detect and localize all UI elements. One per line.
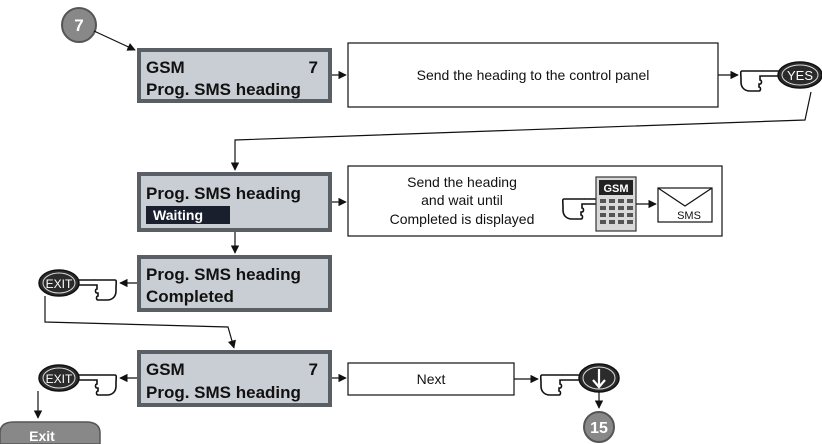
- lcd3-line1: Prog. SMS heading: [146, 265, 301, 284]
- instruction-box-send: Send the heading to the control panel: [347, 42, 719, 108]
- pointing-hand-icon: [739, 70, 782, 92]
- lcd4-number: 7: [309, 360, 318, 379]
- wait-line3: Completed is displayed: [390, 211, 535, 227]
- exit-key-label: EXIT: [46, 277, 73, 291]
- instruction-box-next: Next: [347, 362, 515, 396]
- exit-final-label: Exit: [29, 428, 55, 444]
- connector-exit-to-lcd4: [44, 296, 236, 349]
- down-arrow-key-icon[interactable]: [578, 363, 620, 393]
- lcd-display-completed: Prog. SMS heading Completed: [137, 255, 332, 312]
- step-7-label: 7: [74, 16, 83, 35]
- wait-line1: Send the heading: [407, 174, 517, 190]
- lcd1-line1: GSM: [146, 58, 185, 77]
- send-heading-text: Send the heading to the control panel: [417, 67, 650, 83]
- connector-yes-to-lcd2: [230, 91, 812, 171]
- exit-key[interactable]: EXIT: [38, 269, 80, 297]
- wait-line2: and wait until: [421, 192, 503, 208]
- step-7-marker: 7: [61, 7, 97, 43]
- lcd-display-gsm: GSM 7 Prog. SMS heading: [137, 48, 332, 103]
- lcd1-line2: Prog. SMS heading: [146, 80, 301, 99]
- lcd2-status: Waiting: [153, 207, 203, 223]
- lcd4-line2: Prog. SMS heading: [146, 383, 301, 402]
- waiting-status-bar: [146, 206, 230, 224]
- gsm-device-label: GSM: [603, 183, 628, 195]
- lcd2-line1: Prog. SMS heading: [146, 184, 301, 203]
- lcd4-line1: GSM: [146, 360, 185, 379]
- pointing-hand-icon: [77, 280, 117, 300]
- lcd1-number: 7: [309, 58, 318, 77]
- pointing-hand-icon: [77, 375, 117, 395]
- step-15-label: 15: [590, 420, 608, 437]
- step-15-marker: 15: [583, 411, 615, 443]
- exit-key-bottom[interactable]: EXIT: [38, 364, 80, 392]
- connector-7-to-lcd1: [93, 30, 136, 51]
- exit-final-button[interactable]: Exit: [0, 421, 101, 444]
- yes-key[interactable]: YES: [777, 61, 822, 89]
- yes-key-label: YES: [787, 68, 813, 83]
- lcd3-line2: Completed: [146, 287, 234, 306]
- envelope-icon: SMS: [657, 187, 713, 223]
- exit-key-bottom-label: EXIT: [46, 372, 73, 386]
- sms-label: SMS: [677, 210, 701, 222]
- pointing-hand-icon: [539, 374, 582, 396]
- lcd-display-waiting: Prog. SMS heading Waiting: [137, 172, 332, 232]
- next-text: Next: [417, 371, 446, 387]
- gsm-keypad-icon: GSM: [595, 176, 637, 232]
- lcd-display-gsm-return: GSM 7 Prog. SMS heading: [137, 350, 332, 407]
